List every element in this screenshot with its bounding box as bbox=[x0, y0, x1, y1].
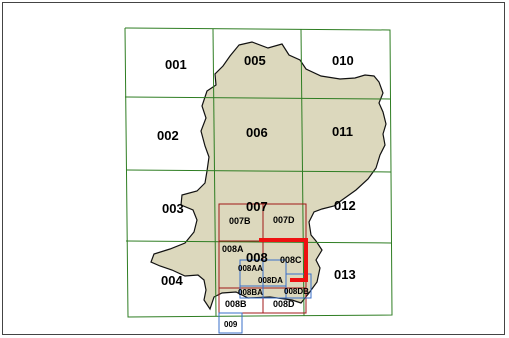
tile-label-010: 010 bbox=[332, 53, 354, 68]
subtile-label-008a: 008A bbox=[222, 244, 244, 254]
subtile-label-008c: 008C bbox=[280, 255, 302, 265]
subtile-label-007d: 007D bbox=[273, 215, 295, 225]
selected-tile-highlight bbox=[259, 238, 308, 282]
land-area bbox=[150, 41, 387, 311]
tile-label-003: 003 bbox=[162, 201, 184, 216]
tile-label-005: 005 bbox=[244, 53, 266, 68]
subtile-label-008da: 008DA bbox=[258, 276, 283, 285]
subtile-label-007b: 007B bbox=[229, 216, 251, 226]
tile-label-013: 013 bbox=[334, 267, 356, 282]
subtile-label-008ba: 008BA bbox=[238, 288, 263, 297]
subtile-label-008aa: 008AA bbox=[238, 264, 263, 273]
subtile-labels: 007B 007D 008A 008C 008B 008D 008AA 008D… bbox=[222, 215, 309, 309]
tile-label-011: 011 bbox=[332, 124, 353, 139]
tile-label-007: 007 bbox=[246, 199, 268, 214]
tile-label-012: 012 bbox=[334, 198, 356, 213]
subtile-label-008d: 008D bbox=[273, 299, 295, 309]
tile-label-009: 009 bbox=[224, 320, 238, 329]
tile-label-006: 006 bbox=[246, 125, 268, 140]
tile-label-008: 008 bbox=[246, 250, 268, 265]
subtile-label-008b: 008B bbox=[225, 299, 247, 309]
main-tile-grid bbox=[124, 27, 393, 318]
detail-tile-grid bbox=[218, 259, 312, 334]
tile-label-001: 001 bbox=[165, 57, 187, 72]
tile-label-002: 002 bbox=[157, 128, 179, 143]
tile-labels: 001 005 010 002 006 011 003 007 012 004 … bbox=[157, 53, 356, 329]
subtile-label-008db: 008DB bbox=[284, 287, 309, 296]
tile-label-004: 004 bbox=[161, 273, 183, 288]
